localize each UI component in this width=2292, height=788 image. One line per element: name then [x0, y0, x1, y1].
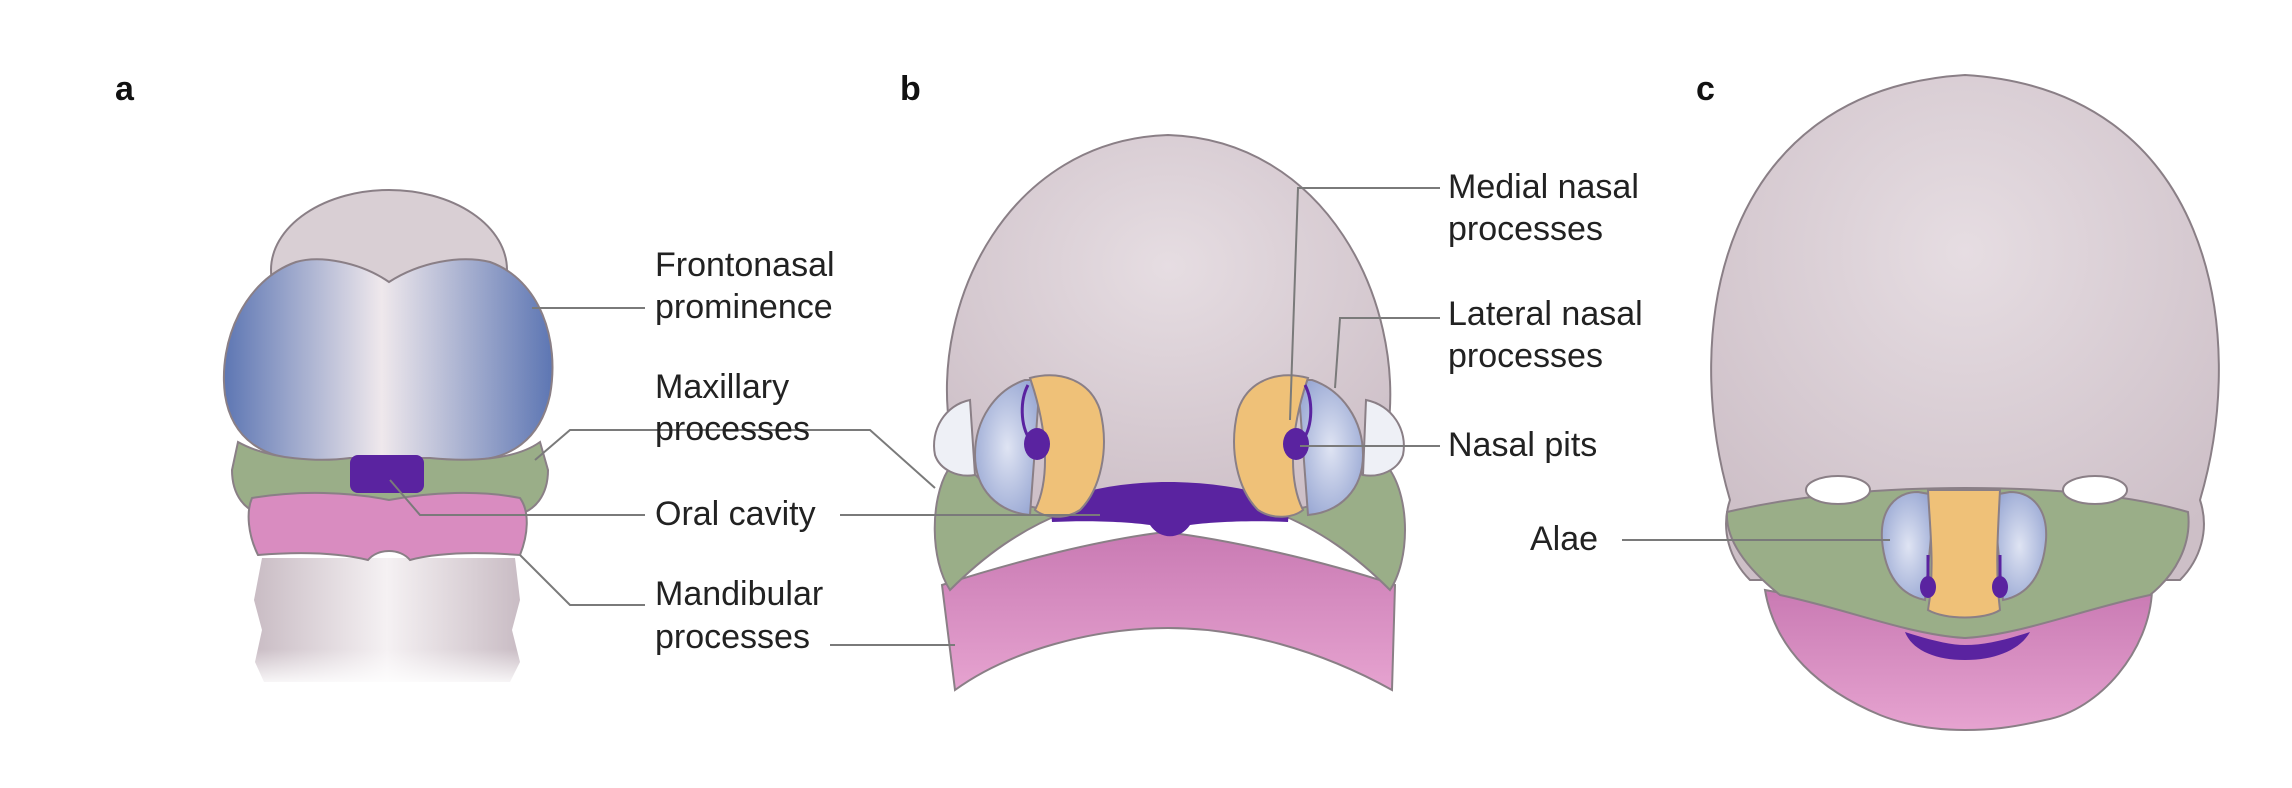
panel-b-nasal-pit-right	[1283, 428, 1309, 460]
panel-a-letter: a	[115, 70, 135, 108]
label-nasal-pits: Nasal pits	[1448, 426, 1597, 464]
label-alae: Alae	[1530, 520, 1598, 558]
leader-maxillary	[534, 429, 810, 461]
panel-c-eye-left	[1805, 475, 1871, 505]
panel-c-medial-nasal	[1926, 489, 2002, 619]
panel-c-letter: c	[1696, 70, 1715, 108]
label-mandibular-2: processes	[655, 618, 810, 656]
panel-b-white-bump-right	[1361, 398, 1405, 477]
panel-a-mandibular-processes	[247, 491, 528, 562]
panel-a: a Frontonasal prominence Maxillary proce…	[115, 70, 835, 688]
label-lateral-nasal-1: Lateral nasal	[1448, 295, 1643, 333]
label-maxillary-2: processes	[655, 410, 810, 448]
label-maxillary-1: Maxillary	[655, 368, 789, 406]
label-frontonasal-2: prominence	[655, 288, 833, 326]
panel-c-oral-cavity	[1905, 632, 2030, 660]
panel-c-nostril-right	[1992, 576, 2008, 598]
leader-lateral-nasal	[1334, 317, 1440, 389]
panel-b-mandibular-processes	[940, 530, 1397, 692]
panel-c-nostril-left	[1920, 576, 1936, 598]
panel-c-alae-left	[1880, 490, 1937, 602]
panel-b-white-bump-left	[933, 398, 977, 477]
panel-b: b Medial nasal processes	[810, 70, 1643, 692]
panel-c-alae-right	[1991, 490, 2048, 602]
panel-b-medial-nasal-left	[1028, 374, 1105, 518]
panel-b-lateral-nasal-right	[1296, 379, 1365, 517]
leader-mandibular	[519, 554, 645, 606]
panel-c: c Alae	[1530, 70, 2220, 732]
label-oral-cavity: Oral cavity	[655, 495, 816, 533]
label-frontonasal-1: Frontonasal	[655, 246, 835, 284]
panel-b-oral-cavity	[1050, 482, 1290, 537]
panel-b-letter: b	[900, 70, 921, 108]
panel-c-eye-right	[2062, 475, 2128, 505]
label-medial-nasal-2: processes	[1448, 210, 1603, 248]
panel-a-oral-cavity	[350, 455, 424, 493]
panel-b-nasal-pit-left	[1024, 428, 1050, 460]
panel-c-head	[1710, 73, 2220, 581]
panel-a-frontonasal-prominence	[223, 258, 554, 461]
label-medial-nasal-1: Medial nasal	[1448, 168, 1639, 206]
label-mandibular-1: Mandibular	[655, 575, 823, 613]
leader-oral-cavity	[389, 479, 645, 516]
leader-medial-nasal	[1289, 187, 1440, 421]
label-lateral-nasal-2: processes	[1448, 337, 1603, 375]
leader-maxillary-b	[810, 429, 936, 489]
